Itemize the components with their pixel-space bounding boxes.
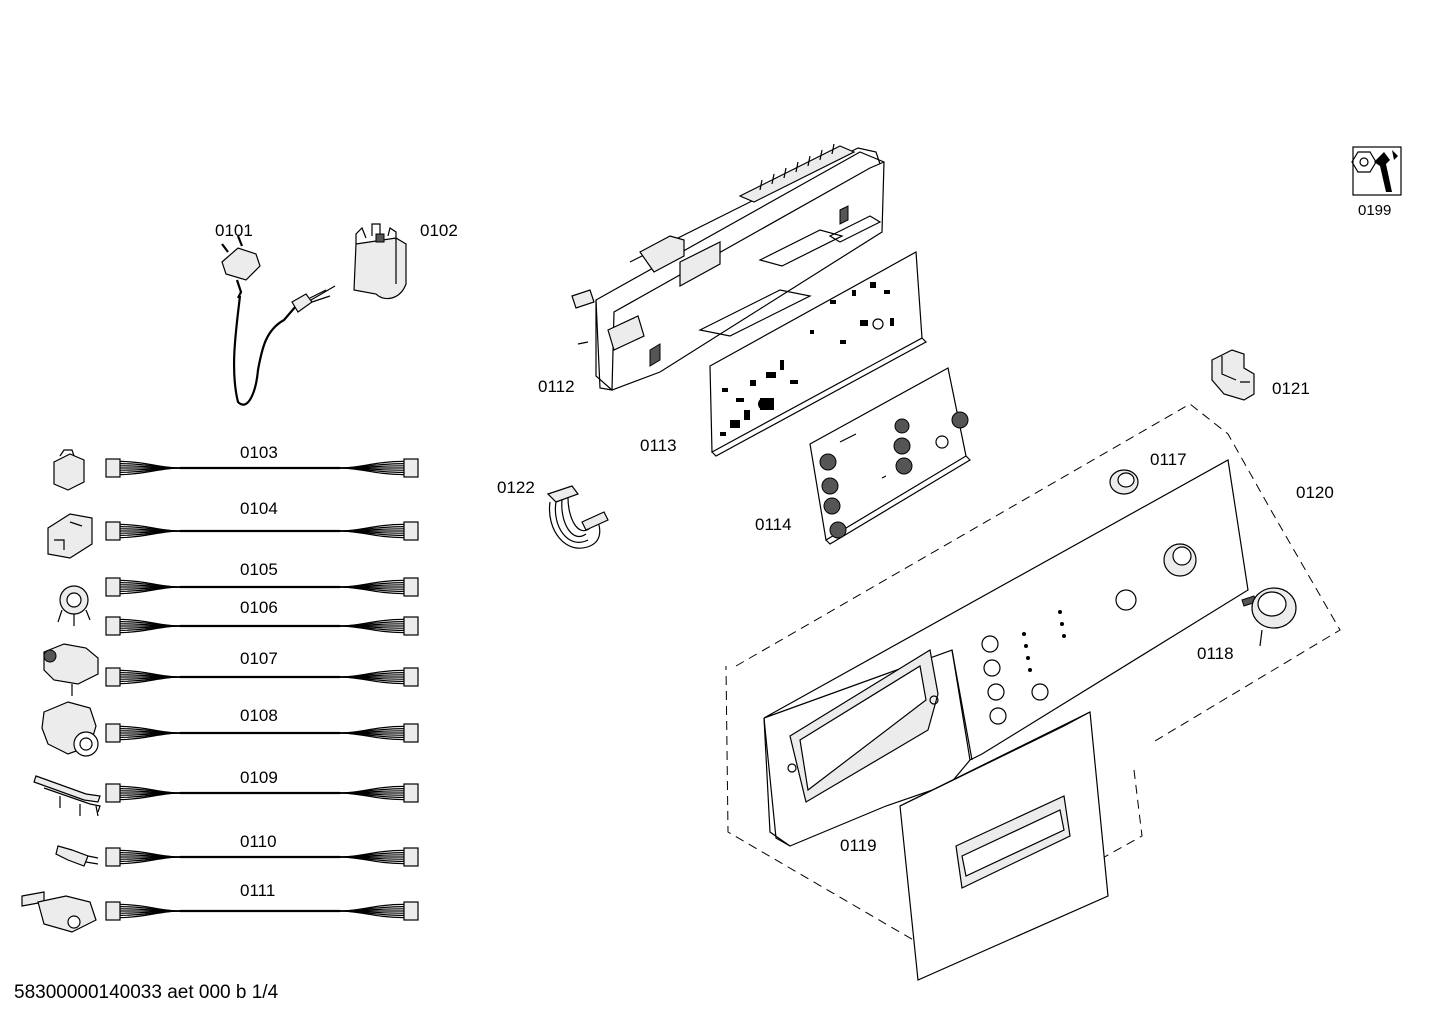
drawing-number: 58300000140033 aet 000 b 1/4 xyxy=(14,982,279,1003)
part-label-0109: 0109 xyxy=(240,768,278,787)
part-label-0101: 0101 xyxy=(215,221,253,240)
part-label-0120: 0120 xyxy=(1296,483,1334,502)
harness-0110 xyxy=(105,847,419,867)
harness-0105 xyxy=(105,577,419,597)
service-wrench-icon xyxy=(1351,146,1402,196)
leader-line xyxy=(1259,629,1263,647)
part-label-0117: 0117 xyxy=(1150,450,1187,469)
harness-0108 xyxy=(105,723,419,743)
circuit-board-drawing xyxy=(709,251,927,457)
part-label-0111: 0111 xyxy=(240,881,276,900)
drawer-front-drawing xyxy=(899,711,1109,981)
part-label-0106: 0106 xyxy=(240,598,278,617)
interference-filter-drawing xyxy=(353,223,407,300)
encoder-knobs xyxy=(819,411,969,539)
part-label-0112: 0112 xyxy=(538,377,575,396)
knob-drawing xyxy=(1241,587,1297,629)
display-board-drawing xyxy=(809,367,971,545)
harness-0111 xyxy=(105,901,419,921)
harness-rows xyxy=(105,458,419,921)
power-cord-drawing xyxy=(221,235,336,406)
part-label-0122: 0122 xyxy=(497,478,535,497)
part-label-0113: 0113 xyxy=(640,436,677,455)
part-label-0103: 0103 xyxy=(240,443,278,462)
clip-drawing xyxy=(1211,349,1255,401)
ribbon-cable-drawing xyxy=(546,485,609,549)
control-housing-drawing xyxy=(571,143,885,391)
harness-0106 xyxy=(105,616,419,636)
harness-0107 xyxy=(105,667,419,687)
part-label-0121: 0121 xyxy=(1272,379,1310,398)
part-label-0105: 0105 xyxy=(240,560,278,579)
harness-0104 xyxy=(105,521,419,541)
part-label-0114: 0114 xyxy=(755,515,792,534)
part-label-0107: 0107 xyxy=(240,649,278,668)
part-label-0199: 0199 xyxy=(1358,202,1392,219)
part-label-0102: 0102 xyxy=(420,221,458,240)
part-label-0108: 0108 xyxy=(240,706,278,725)
button-cap-drawing xyxy=(1109,469,1139,495)
part-label-0110: 0110 xyxy=(240,832,277,851)
part-label-0104: 0104 xyxy=(240,499,278,518)
harness-0103 xyxy=(105,458,419,478)
component-icons xyxy=(21,449,101,933)
harness-0109 xyxy=(105,783,419,803)
part-label-0119: 0119 xyxy=(840,836,877,855)
part-label-0118: 0118 xyxy=(1197,644,1234,663)
control-panel-drawing xyxy=(763,459,1249,847)
